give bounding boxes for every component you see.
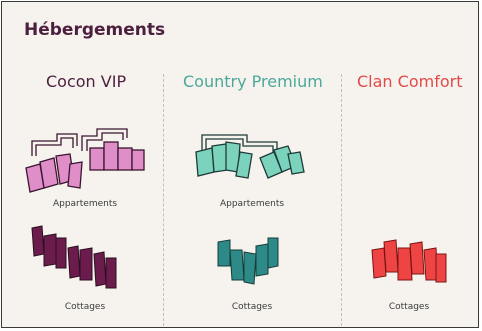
page-title: Hébergements xyxy=(24,20,166,40)
accommodations-panel: Hébergements Cocon VIP Appartements xyxy=(1,1,479,328)
apartments-label: Appartements xyxy=(219,199,285,209)
cottage-cluster-icon xyxy=(31,225,117,289)
apartment-building-icon xyxy=(195,134,305,179)
column-divider xyxy=(163,74,164,326)
column-divider xyxy=(341,74,342,326)
apartment-building-icon xyxy=(25,128,145,193)
column-title-country-premium: Country Premium xyxy=(183,72,323,91)
apartments-label: Appartements xyxy=(52,199,118,209)
cottages-label: Cottages xyxy=(231,302,273,312)
cottages-label: Cottages xyxy=(388,302,430,312)
cottage-cluster-icon xyxy=(371,239,447,283)
cottages-label: Cottages xyxy=(64,302,106,312)
column-title-clan-comfort: Clan Comfort xyxy=(357,72,463,91)
column-title-cocon-vip: Cocon VIP xyxy=(46,72,127,91)
cottage-cluster-icon xyxy=(217,237,279,285)
